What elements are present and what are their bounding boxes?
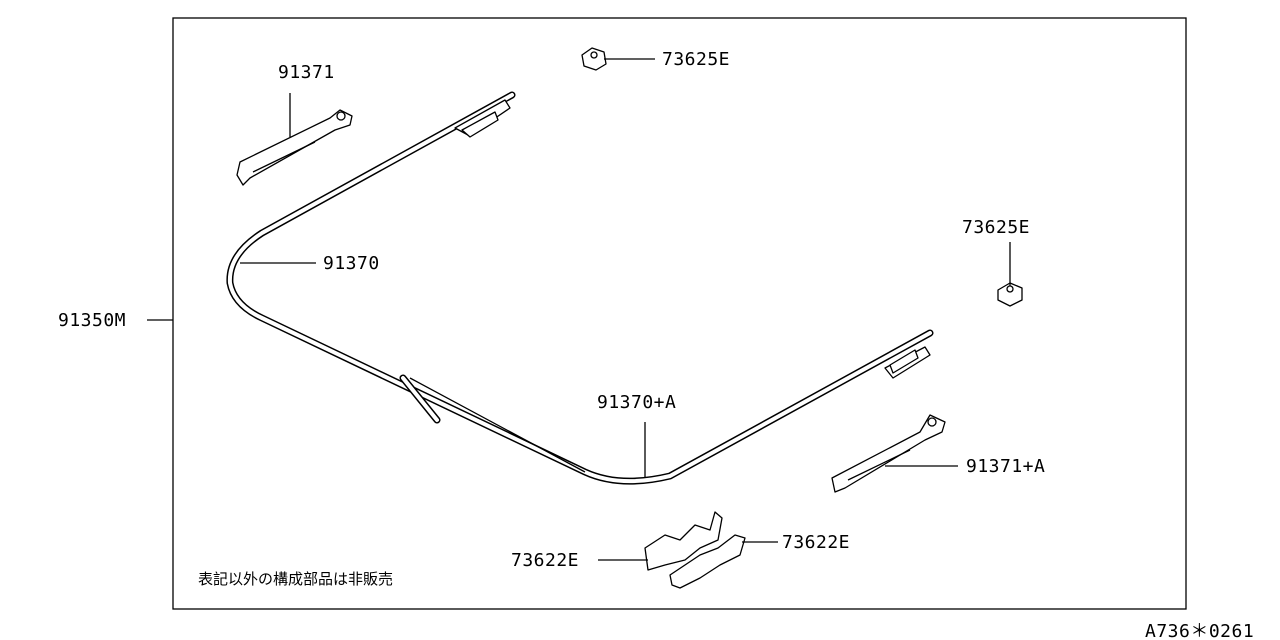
label-73625e-right: 73625E: [962, 217, 1030, 238]
diagram-code: A736＊0261: [1145, 621, 1254, 640]
clip-part-91371: [236, 109, 353, 186]
leader-lines: [147, 58, 1011, 561]
clip-part-73622e-left: [644, 511, 723, 571]
drain-hose-cable: [226, 91, 934, 485]
hose-end-connector-top: [454, 99, 511, 138]
label-91370-a: 91370+A: [597, 392, 676, 413]
clip-part-73622e-right: [669, 534, 746, 589]
label-73625e-top: 73625E: [662, 49, 730, 70]
grommet-part-right: [997, 282, 1023, 307]
label-73622e-right: 73622E: [782, 532, 850, 553]
label-91371-a: 91371+A: [966, 456, 1045, 477]
parts-note: 表記以外の構成部品は非販売: [198, 570, 393, 588]
grommet-part-top: [581, 47, 607, 71]
hose-end-connector-right: [884, 346, 931, 379]
label-91371: 91371: [278, 62, 335, 83]
label-91350m: 91350M: [58, 310, 126, 331]
label-91370: 91370: [323, 253, 380, 274]
clip-part-91371-a: [831, 414, 946, 493]
label-73622e-left: 73622E: [511, 550, 579, 571]
diagram-frame: [172, 17, 1187, 610]
